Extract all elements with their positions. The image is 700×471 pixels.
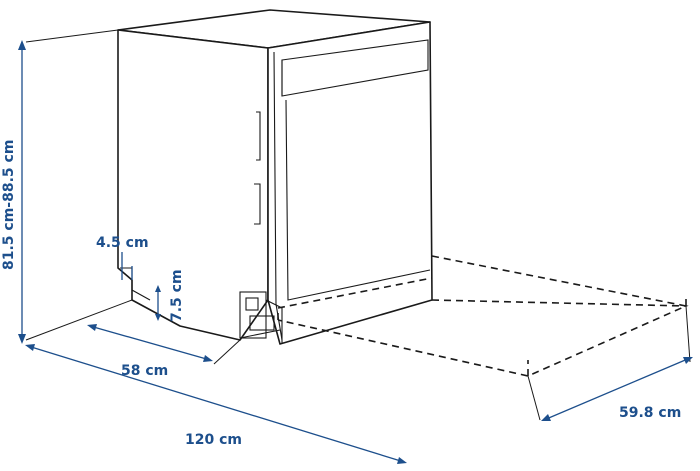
open-depth-label: 120 cm — [185, 432, 242, 448]
plinth-dimension: 7.5 cm — [155, 269, 185, 322]
width-label: 59.8 cm — [619, 405, 681, 421]
open-door-outline — [277, 255, 689, 377]
hinge-mechanism — [239, 291, 283, 344]
height-dimension: 81.5 cm-88.5 cm — [1, 40, 26, 344]
open-depth-dimension: 120 cm — [25, 344, 407, 464]
depth-dimension: 58 cm — [87, 324, 213, 379]
hinge-bracket-upper — [256, 111, 261, 161]
plinth-label: 7.5 cm — [169, 269, 185, 322]
top-gap-label: 4.5 cm — [96, 235, 149, 251]
height-label: 81.5 cm-88.5 cm — [1, 140, 17, 270]
hinge-bracket-lower — [254, 183, 261, 225]
dishwasher-door — [267, 21, 433, 345]
dishwasher-illustration — [117, 9, 433, 345]
extension-lines — [25, 29, 691, 421]
top-gap-dimension: 4.5 cm — [96, 235, 149, 280]
width-dimension: 59.8 cm — [541, 357, 693, 421]
depth-label: 58 cm — [121, 363, 168, 379]
dishwasher-side — [117, 29, 269, 341]
